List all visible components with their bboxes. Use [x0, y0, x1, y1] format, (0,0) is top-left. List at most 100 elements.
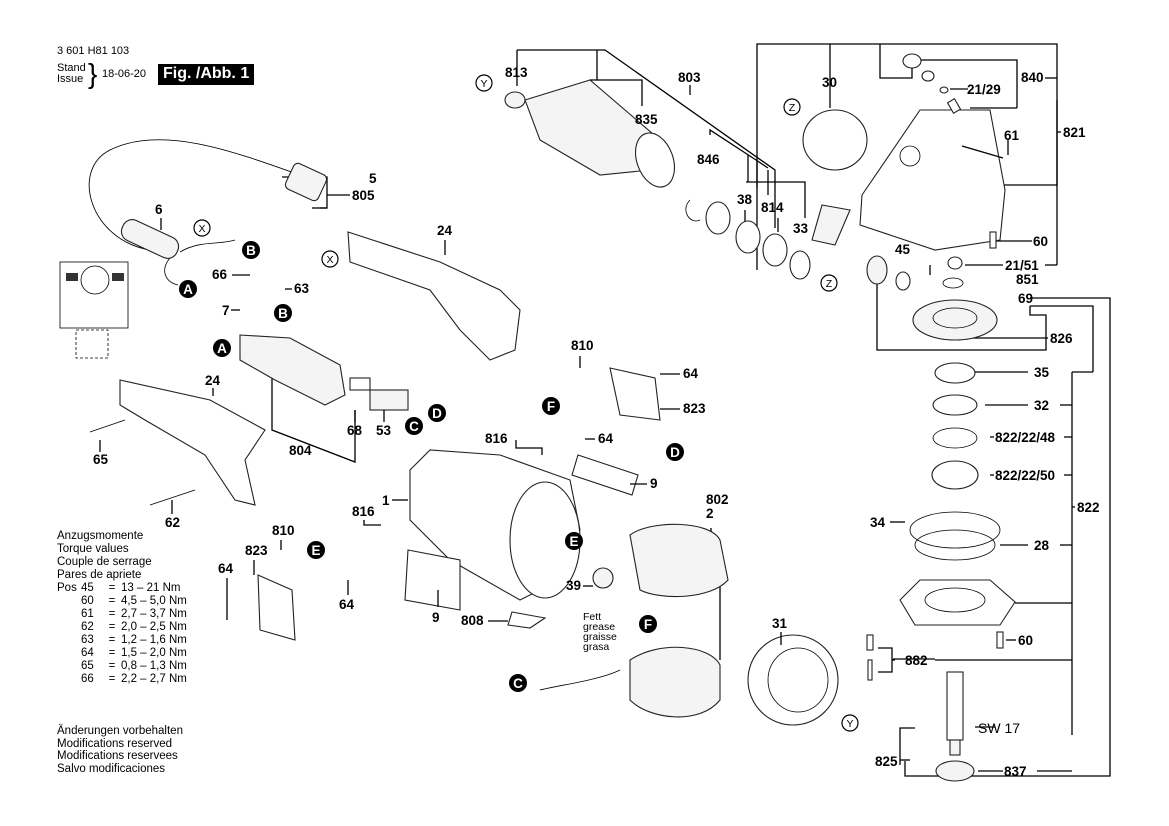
- rear-handle: [347, 231, 521, 361]
- torque-eq: =: [108, 595, 116, 607]
- plug: [284, 162, 328, 202]
- label-33: 33: [793, 221, 809, 236]
- grease-note-en: grease: [583, 621, 615, 633]
- issue-label: Issue: [57, 73, 84, 85]
- part-illustrations: [59, 53, 1016, 782]
- label-825: 825: [875, 754, 898, 769]
- label-5: 5: [369, 171, 377, 186]
- torque-value: 0,8 – 1,3 Nm: [121, 660, 187, 672]
- label-810-lower: 810: [272, 523, 295, 538]
- label-826: 826: [1050, 331, 1073, 346]
- torque-eq: =: [108, 582, 116, 594]
- modification-notes: Änderungen vorbehalten Modifications res…: [57, 725, 183, 775]
- connector-c: C: [405, 417, 423, 435]
- svg-text:D: D: [432, 406, 442, 421]
- connector-e: E: [307, 541, 325, 559]
- sw-17-label: SW 17: [978, 720, 1020, 736]
- torque-eq: =: [108, 608, 116, 620]
- flange-nut: [935, 760, 975, 782]
- field-coil-upper: [629, 523, 729, 598]
- connector-d: D: [666, 443, 684, 461]
- connector-z: Z: [820, 274, 838, 292]
- part-number: 3 601 H81 103: [57, 45, 130, 57]
- label-64-d: 64: [339, 597, 355, 612]
- torque-title-es: Pares de apriete: [57, 569, 142, 581]
- label-846: 846: [697, 152, 720, 167]
- connector-x: X: [321, 250, 339, 268]
- torque-eq: =: [108, 673, 116, 685]
- label-69: 69: [1018, 291, 1033, 306]
- torque-row: 60=4,5 – 5,0 Nm: [57, 595, 187, 608]
- svg-text:D: D: [670, 445, 680, 460]
- cord-guard: [120, 219, 180, 259]
- svg-text:B: B: [278, 306, 288, 321]
- torque-title-fr: Couple de serrage: [57, 556, 152, 568]
- label-21-29: 21/29: [967, 82, 1001, 97]
- torque-value: 13 – 21 Nm: [121, 582, 181, 594]
- note-de: Änderungen vorbehalten: [57, 725, 183, 737]
- switch: [239, 334, 346, 406]
- torque-row: 63=1,2 – 1,6 Nm: [57, 634, 187, 647]
- label-822-22-50: 822/22/50: [995, 468, 1055, 483]
- label-39: 39: [566, 578, 581, 593]
- spindle: [946, 671, 964, 741]
- connector-y: Y: [841, 714, 859, 732]
- torque-row: 64=1,5 – 2,0 Nm: [57, 647, 187, 660]
- label-9-upper: 9: [650, 476, 658, 491]
- torque-pos: 66: [81, 673, 94, 685]
- torque-row: 66=2,2 – 2,7 Nm: [57, 673, 187, 686]
- label-24-upper: 24: [437, 223, 453, 238]
- torque-eq: =: [108, 660, 116, 672]
- bearing-flange: [899, 579, 1016, 626]
- svg-text:E: E: [569, 534, 578, 549]
- label-822-22-48: 822/22/48: [995, 430, 1056, 445]
- connector-f: F: [639, 615, 657, 633]
- connector-b: B: [242, 241, 260, 259]
- connector-y: Y: [475, 74, 493, 92]
- label-810-upper: 810: [571, 338, 594, 353]
- grease-note-fr: graisse: [583, 631, 617, 643]
- bevel-gear-large: [912, 299, 998, 341]
- label-1: 1: [382, 493, 390, 508]
- label-24-lower: 24: [205, 373, 221, 388]
- torque-value: 2,7 – 3,7 Nm: [121, 608, 187, 620]
- label-835: 835: [635, 112, 658, 127]
- side-handle: [119, 379, 266, 506]
- label-804: 804: [289, 443, 312, 458]
- svg-text:F: F: [547, 399, 555, 414]
- label-60-lower: 60: [1018, 633, 1033, 648]
- stand-label: Stand: [57, 62, 86, 74]
- label-814: 814: [761, 200, 784, 215]
- bevel-gear-small: [802, 109, 868, 171]
- label-31: 31: [772, 616, 788, 631]
- svg-text:F: F: [644, 617, 652, 632]
- label-823-upper: 823: [683, 401, 706, 416]
- torque-pos: 62: [81, 621, 94, 633]
- svg-text:X: X: [326, 254, 333, 266]
- connector-f: F: [542, 397, 560, 415]
- label-816-upper: 816: [485, 431, 508, 446]
- label-63: 63: [294, 281, 310, 296]
- label-816-lower: 816: [352, 504, 375, 519]
- torque-row: 61=2,7 – 3,7 Nm: [57, 608, 187, 621]
- fan-baffle: [747, 634, 839, 726]
- label-808: 808: [461, 613, 484, 628]
- label-30: 30: [822, 75, 837, 90]
- torque-row: 65=0,8 – 1,3 Nm: [57, 660, 187, 673]
- torque-pos: 64: [81, 647, 94, 659]
- svg-text:E: E: [311, 543, 320, 558]
- label-61: 61: [1004, 128, 1020, 143]
- label-2: 2: [706, 506, 714, 521]
- connector-b: B: [274, 304, 292, 322]
- label-21-51: 21/51: [1005, 258, 1039, 273]
- label-ticks: [99, 218, 782, 645]
- torque-value: 1,2 – 1,6 Nm: [121, 634, 187, 646]
- label-803: 803: [678, 70, 701, 85]
- label-28: 28: [1034, 538, 1050, 553]
- label-840: 840: [1021, 70, 1044, 85]
- torque-value: 2,0 – 2,5 Nm: [121, 621, 187, 633]
- label-802: 802: [706, 492, 729, 507]
- svg-text:C: C: [513, 676, 523, 691]
